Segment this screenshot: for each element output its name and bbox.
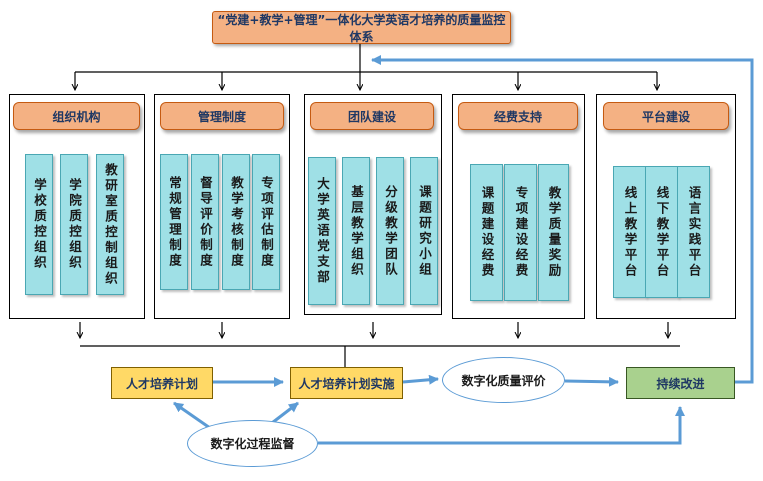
group-header-platform: 平台建设 <box>603 102 729 130</box>
item-special-eval-system: 专项评估制度 <box>252 154 280 290</box>
group-header-funding: 经费支持 <box>458 102 578 130</box>
item-school-qc: 学校质控组织 <box>25 154 53 295</box>
item-offline-platform: 线下教学平台 <box>645 166 678 298</box>
item-basic-teaching-org: 基层教学组织 <box>342 157 370 305</box>
item-routine-system: 常规管理制度 <box>160 154 188 290</box>
item-quality-award: 教学质量奖励 <box>538 164 569 301</box>
group-header-management: 管理制度 <box>160 102 284 130</box>
item-practice-platform: 语言实践平台 <box>677 166 710 298</box>
group-header-team: 团队建设 <box>310 102 434 130</box>
digital-process-supervision-ellipse: 数字化过程监督 <box>187 420 318 467</box>
item-college-qc: 学院质控组织 <box>60 154 88 295</box>
item-party-branch: 大学英语党支部 <box>308 157 336 305</box>
plan-implementation-box: 人才培养计划实施 <box>290 367 403 399</box>
item-supervision-system: 督导评价制度 <box>191 154 219 290</box>
item-tiered-teaching-team: 分级教学团队 <box>376 157 404 305</box>
item-research-group: 课题研究小组 <box>410 157 438 305</box>
talent-plan-box: 人才培养计划 <box>111 367 213 399</box>
continuous-improvement-box: 持续改进 <box>626 367 735 399</box>
item-office-qc: 教研室质控制组织 <box>96 154 124 295</box>
group-header-organization: 组织机构 <box>13 102 140 130</box>
item-assessment-system: 教学考核制度 <box>222 154 250 290</box>
digital-quality-evaluation-ellipse: 数字化质量评价 <box>442 357 565 403</box>
page-title: “党建+教学+管理”一体化大学英语才培养的质量监控体系 <box>212 11 511 44</box>
item-project-funding: 课题建设经费 <box>470 164 503 301</box>
item-online-platform: 线上教学平台 <box>613 166 646 298</box>
item-special-funding: 专项建设经费 <box>504 164 537 301</box>
